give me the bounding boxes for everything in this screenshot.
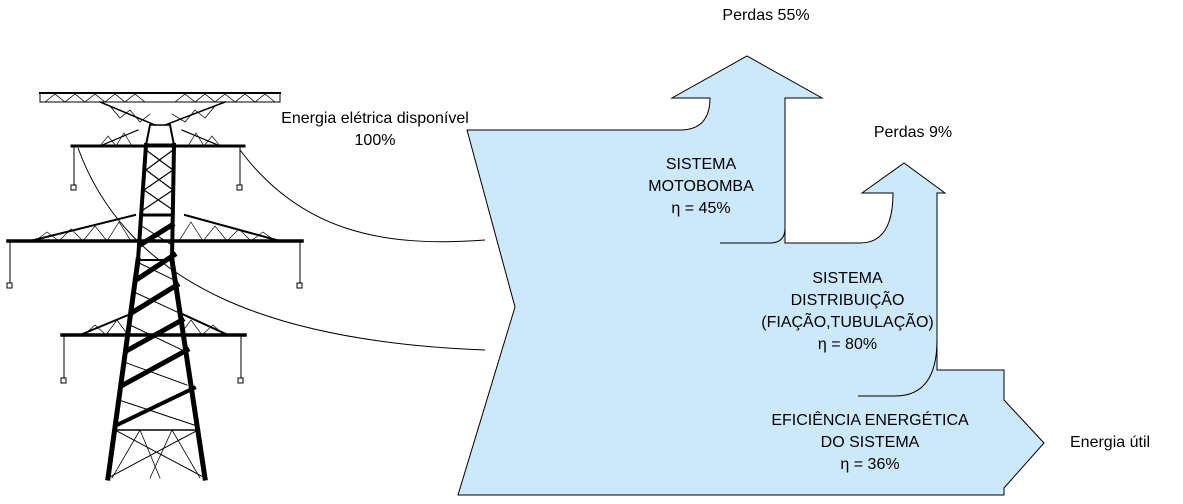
- stage-overall-line1: EFICIÊNCIA ENERGÉTICA: [771, 412, 969, 429]
- stage-distribution-label: SISTEMA DISTRIBUIÇÃO (FIAÇÃO,TUBULAÇÃO) …: [745, 268, 950, 356]
- output-label: Energia útil: [1070, 434, 1151, 451]
- stage-distribution-line2: DISTRIBUIÇÃO: [790, 292, 905, 309]
- stage-motor-eta: η = 45%: [671, 200, 731, 217]
- stage-distribution-line1: SISTEMA: [812, 270, 883, 287]
- loss-label-distribution: Perdas 9%: [873, 124, 953, 141]
- stage-distribution-line3: (FIAÇÃO,TUBULAÇÃO): [761, 314, 934, 331]
- stage-distribution-eta: η = 80%: [817, 336, 878, 353]
- flow-split-curve-1: [720, 227, 786, 244]
- stage-overall-label: EFICIÊNCIA ENERGÉTICA DO SISTEMA η = 36%: [755, 410, 985, 476]
- flow-split-curve-2: [858, 339, 938, 397]
- source-label-line2: 100%: [354, 132, 396, 149]
- stage-motor-line1: SISTEMA: [665, 156, 737, 173]
- stage-overall-eta: η = 36%: [840, 456, 900, 473]
- stage-overall-line2: DO SISTEMA: [820, 434, 920, 451]
- source-label: Energia elétrica disponível 100%: [250, 108, 500, 152]
- energy-flow-arrows: [457, 55, 1045, 496]
- loss-label-motor: Perdas 55%: [722, 7, 810, 24]
- source-label-line1: Energia elétrica disponível: [281, 110, 469, 127]
- stage-motor-label: SISTEMA MOTOBOMBA η = 45%: [636, 154, 766, 220]
- stage-motor-line2: MOTOBOMBA: [648, 178, 754, 195]
- power-cables: [77, 147, 486, 351]
